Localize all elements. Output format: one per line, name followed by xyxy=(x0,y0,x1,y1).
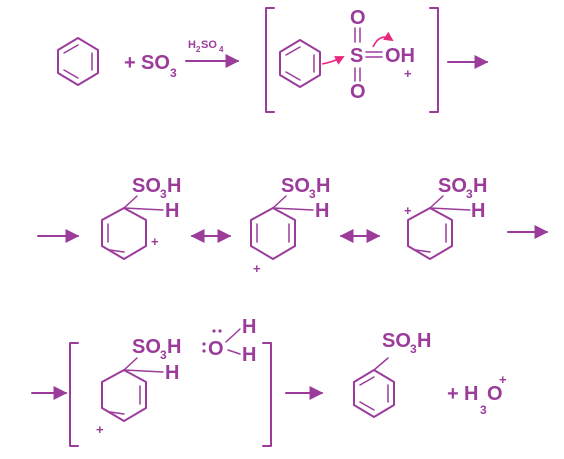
hydrogen-label: H xyxy=(165,200,179,222)
positive-charge: + xyxy=(96,422,104,437)
hydronium-sub: 3 xyxy=(480,403,487,417)
sulfur-trioxide-subscript: 3 xyxy=(170,66,177,80)
hydroxyl-label: OH xyxy=(385,45,415,67)
sulfonic-h: H xyxy=(167,336,181,358)
left-bracket xyxy=(69,342,79,447)
sulfur-trioxide-label: SO xyxy=(141,52,170,74)
hydronium-charge: + xyxy=(499,372,507,387)
sigma-complex xyxy=(101,195,164,260)
sulfonic-sub: 3 xyxy=(410,342,417,356)
right-bracket xyxy=(262,342,272,447)
water-molecule xyxy=(202,328,241,355)
sulfur-atom: S xyxy=(350,45,363,67)
hydrogen-label: H xyxy=(315,200,329,222)
sulfonic-h: H xyxy=(167,175,181,197)
positive-charge: + xyxy=(404,203,412,218)
sulfonic-group: SO xyxy=(132,175,161,197)
catalyst-h: H xyxy=(188,39,196,51)
hydrogen-label: H xyxy=(165,362,179,384)
right-bracket xyxy=(429,7,439,113)
plus-sign: + xyxy=(447,383,459,405)
positive-charge: + xyxy=(404,66,412,81)
sulfonic-h: H xyxy=(473,175,487,197)
benzene-ring xyxy=(57,37,99,86)
hydrogen-label: H xyxy=(471,200,485,222)
positive-charge: + xyxy=(253,261,261,276)
sulfonic-sub: 3 xyxy=(466,187,473,201)
oxygen-top: O xyxy=(350,7,366,29)
benzene-ring xyxy=(279,39,321,88)
sulfonic-group: SO xyxy=(132,336,161,358)
hydronium-h: H xyxy=(464,383,478,405)
sigma-complex xyxy=(407,195,471,260)
sigma-complex xyxy=(101,357,164,422)
hydronium-o: O xyxy=(487,383,503,405)
sulfonic-sub: 3 xyxy=(160,348,167,362)
water-hydrogen: H xyxy=(242,316,256,338)
catalyst-so: SO xyxy=(201,39,217,51)
sulfonic-group: SO xyxy=(382,330,411,352)
water-hydrogen: H xyxy=(242,344,256,366)
sulfonic-group: SO xyxy=(281,175,310,197)
electron-arrow xyxy=(321,56,345,65)
sigma-complex xyxy=(250,195,314,260)
electron-arrow xyxy=(372,31,394,48)
catalyst-sub-2: 2 xyxy=(196,45,201,54)
catalyst-sub-4: 4 xyxy=(219,45,224,54)
benzene-ring xyxy=(353,357,395,418)
left-bracket xyxy=(265,7,275,113)
plus-sign: + xyxy=(124,52,136,74)
sulfonic-sub: 3 xyxy=(309,187,316,201)
sulfonic-group: SO xyxy=(438,175,467,197)
water-oxygen: O xyxy=(208,338,224,360)
oxygen-bottom: O xyxy=(350,81,366,103)
sulfonic-h: H xyxy=(417,330,431,352)
positive-charge: + xyxy=(151,234,159,249)
sulfonic-h: H xyxy=(316,175,330,197)
sulfonic-sub: 3 xyxy=(160,187,167,201)
